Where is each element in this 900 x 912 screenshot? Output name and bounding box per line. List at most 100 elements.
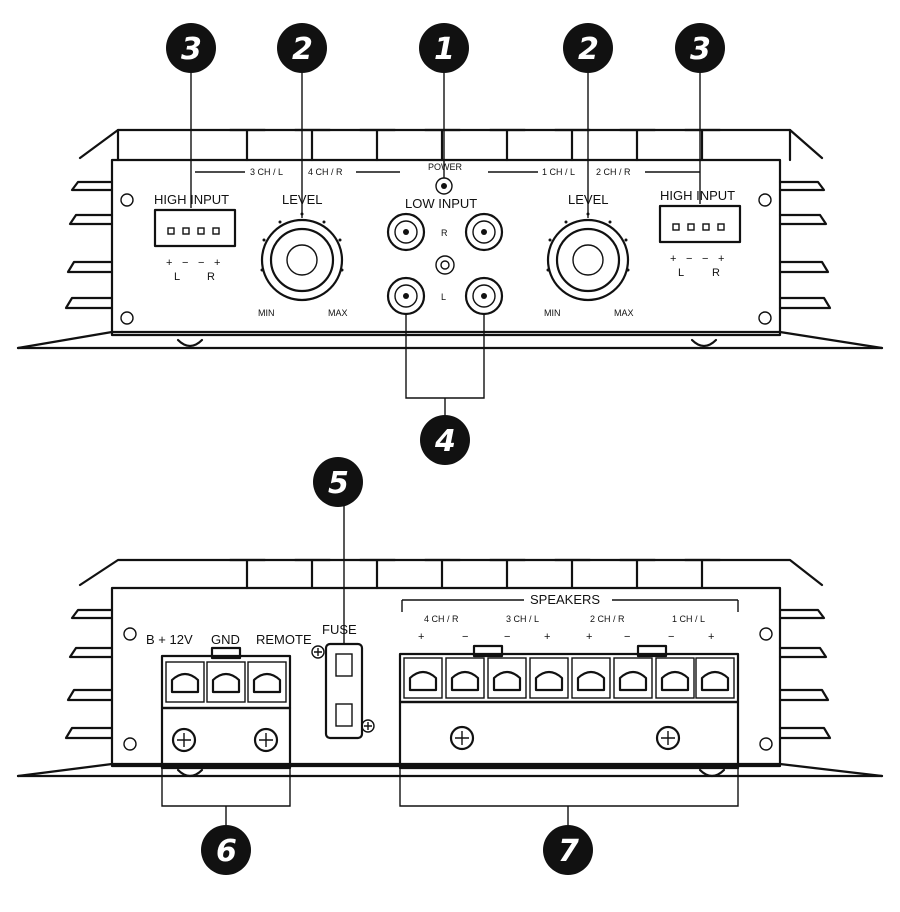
svg-text:−: − — [198, 257, 204, 269]
svg-text:+: + — [418, 631, 424, 643]
rca-jack-icon[interactable] — [386, 276, 426, 316]
svg-text:−: − — [462, 631, 468, 643]
svg-text:−: − — [182, 257, 188, 269]
svg-text:+: + — [586, 631, 592, 643]
max-label-left: MAX — [328, 308, 348, 318]
terminal-spk[interactable] — [445, 657, 485, 699]
svg-text:+: + — [544, 631, 550, 643]
low-input-label: LOW INPUT — [405, 196, 477, 211]
svg-text:−: − — [702, 253, 708, 265]
plus-icon — [361, 719, 375, 733]
svg-text:5: 5 — [328, 466, 349, 501]
ch-label-4R: 4 CH / R — [308, 167, 343, 177]
svg-text:+: + — [166, 257, 172, 269]
svg-text:−: − — [504, 631, 510, 643]
terminal-spk[interactable] — [529, 657, 569, 699]
svg-text:−: − — [624, 631, 630, 643]
svg-text:−: − — [686, 253, 692, 265]
b12v-label: B + 12V — [146, 632, 193, 647]
svg-text:+: + — [718, 253, 724, 265]
fuse-label: FUSE — [322, 622, 357, 637]
screw-icon — [759, 627, 773, 641]
callout-2-left: 2 — [277, 23, 327, 73]
high-input-label-right: HIGH INPUT — [660, 188, 735, 203]
callout-6: 6 — [201, 825, 251, 875]
svg-text:R: R — [207, 271, 215, 283]
svg-text:2: 2 — [578, 32, 599, 67]
svg-text:+: + — [670, 253, 676, 265]
screw-icon — [123, 737, 137, 751]
screw-icon — [120, 193, 134, 207]
min-label-right: MIN — [544, 308, 561, 318]
ground-post-icon — [435, 255, 455, 275]
rca-jack-icon[interactable] — [464, 212, 504, 252]
svg-text:1: 1 — [434, 32, 455, 67]
svg-text:4: 4 — [434, 424, 456, 459]
ch-label-1L: 1 CH / L — [542, 167, 575, 177]
terminal-spk[interactable] — [695, 657, 735, 699]
spk-ch4r-label: 4 CH / R — [424, 614, 459, 624]
terminal-spk[interactable] — [655, 657, 695, 699]
front-heatsink-fins — [64, 128, 832, 310]
mounting-screw-icon — [655, 725, 681, 751]
level-knob-right[interactable] — [546, 218, 630, 302]
rear-heatsink-fins — [64, 558, 832, 740]
terminal-spk[interactable] — [613, 657, 653, 699]
svg-text:3: 3 — [181, 32, 202, 67]
gnd-label: GND — [211, 632, 240, 647]
terminal-spk[interactable] — [403, 657, 443, 699]
callout-badges: 3 2 1 2 3 4 5 6 — [166, 23, 725, 875]
fuse-holder[interactable] — [324, 642, 364, 740]
terminal-remote[interactable] — [247, 661, 287, 703]
svg-text:R: R — [712, 267, 720, 279]
callout-1: 1 — [419, 23, 469, 73]
svg-text:6: 6 — [216, 834, 237, 869]
front-base-plate — [16, 330, 884, 350]
rca-r-label: R — [441, 228, 448, 238]
callout-5: 5 — [313, 457, 363, 507]
spk-ch3l-label: 3 CH / L — [506, 614, 539, 624]
screw-icon — [758, 311, 772, 325]
ch-label-3L: 3 CH / L — [250, 167, 283, 177]
callout-3-left: 3 — [166, 23, 216, 73]
terminal-spk[interactable] — [571, 657, 611, 699]
rca-l-label: L — [441, 292, 446, 302]
high-input-connector-left[interactable] — [153, 208, 237, 248]
rear-faceplate — [110, 586, 782, 768]
mounting-screw-icon — [253, 727, 279, 753]
svg-text:2: 2 — [292, 32, 313, 67]
svg-text:L: L — [174, 271, 180, 283]
terminal-b12v[interactable] — [165, 661, 205, 703]
ch-label-2R: 2 CH / R — [596, 167, 631, 177]
terminal-gnd[interactable] — [206, 661, 246, 703]
high-input-connector-right[interactable] — [658, 204, 742, 244]
screw-icon — [758, 193, 772, 207]
svg-text:3: 3 — [690, 32, 711, 67]
max-label-right: MAX — [614, 308, 634, 318]
svg-text:−: − — [668, 631, 674, 643]
svg-text:+: + — [708, 631, 714, 643]
front-panel: 3 CH / L 4 CH / R 1 CH / L 2 CH / R POWE… — [16, 70, 884, 420]
svg-text:+: + — [214, 257, 220, 269]
remote-label: REMOTE — [256, 632, 312, 647]
screw-icon — [123, 627, 137, 641]
power-label: POWER — [428, 162, 463, 172]
callout-4: 4 — [420, 415, 470, 465]
rca-jack-icon[interactable] — [464, 276, 504, 316]
mounting-screw-icon — [171, 727, 197, 753]
speakers-label: SPEAKERS — [530, 592, 600, 607]
svg-text:L: L — [678, 267, 684, 279]
terminal-spk[interactable] — [487, 657, 527, 699]
spk-ch2r-label: 2 CH / R — [590, 614, 625, 624]
svg-text:7: 7 — [558, 834, 579, 869]
plus-icon — [311, 645, 325, 659]
callout-3-right: 3 — [675, 23, 725, 73]
callout-7: 7 — [543, 825, 593, 875]
power-terminal-block — [160, 654, 292, 710]
spk-ch1l-label: 1 CH / L — [672, 614, 705, 624]
screw-icon — [759, 737, 773, 751]
rca-jack-icon[interactable] — [386, 212, 426, 252]
level-knob-left[interactable] — [260, 218, 344, 302]
front-faceplate — [110, 158, 782, 337]
